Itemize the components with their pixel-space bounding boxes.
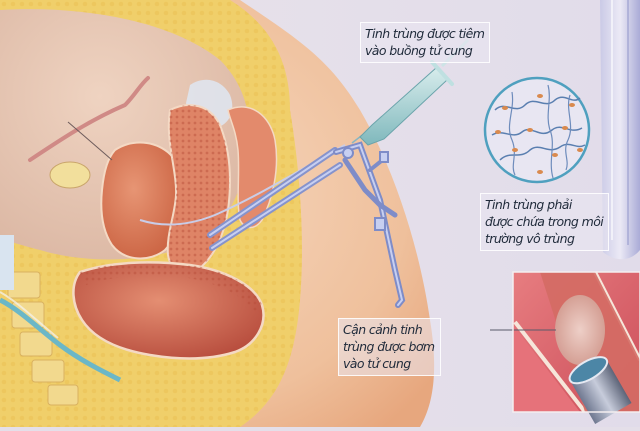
- sacrum: [7, 271, 79, 406]
- label-sterile-environment: Tinh trùng phải được chứa trong môi trườ…: [480, 193, 610, 251]
- speculum: [207, 141, 406, 308]
- uterus-pointer-line: [67, 121, 113, 161]
- sterile-tube: [600, 0, 640, 260]
- uterus: [100, 141, 184, 260]
- closeup-inset: [490, 271, 640, 424]
- label-closeup: Cận cảnh tinh trùng được bơm vào tử cung: [338, 318, 441, 376]
- fallopian-tube: [28, 76, 150, 162]
- ovary: [49, 161, 91, 189]
- blood-vessel: [0, 297, 122, 383]
- label-injection: Tinh trùng được tiêm vào buồng tử cung: [360, 22, 491, 63]
- sperm-microscope-view: [483, 76, 591, 184]
